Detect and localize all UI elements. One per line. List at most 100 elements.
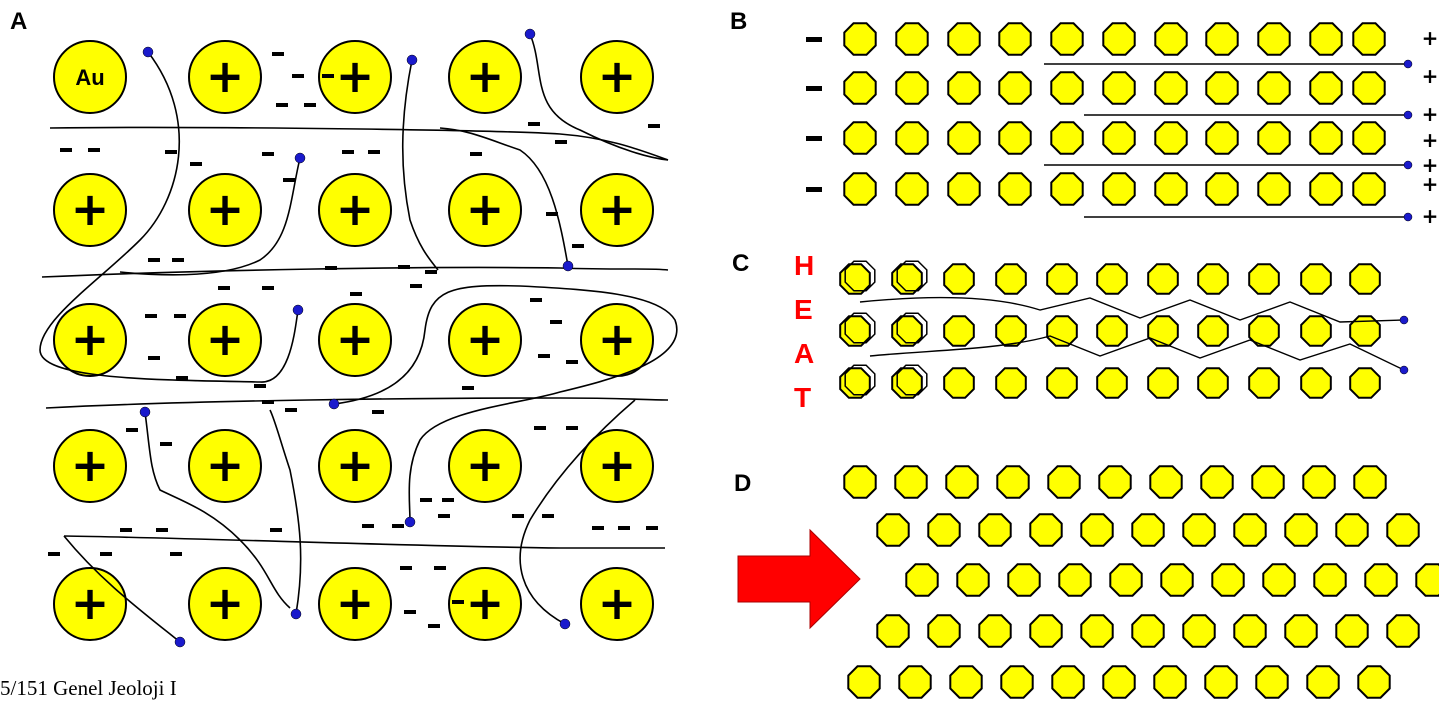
metal-atom [1029,513,1063,547]
metal-ion: + [318,429,392,503]
metal-atom [1131,513,1165,547]
electron-minus [372,410,384,414]
metal-atom [1357,665,1391,699]
plus-sign: + [466,312,505,366]
metal-ion: + [188,40,262,114]
negative-terminal [806,136,822,141]
ion-circle [318,429,392,503]
metal-atom [1205,22,1239,56]
metal-atom [1349,367,1381,399]
metal-atom [1364,563,1398,597]
plus-sign: + [598,438,637,492]
metal-atom [1302,465,1336,499]
metal-atom [1080,513,1114,547]
metal-atom [1102,121,1136,155]
ion-circle [318,303,392,377]
ion-circle [53,429,127,503]
electron-minus [170,552,182,556]
metal-atom [898,665,932,699]
metal-atom [943,263,975,295]
ion-circle [318,173,392,247]
metal-atom [891,367,923,399]
electron-minus [572,244,584,248]
metal-ion: + [580,303,654,377]
panel-c-label: C [732,250,750,277]
metal-atom [1149,465,1183,499]
metal-atom [947,172,981,206]
heat-letter-a: A [794,338,815,369]
metal-atom [1046,367,1078,399]
panel-d-label: D [734,470,752,497]
metal-atom [1098,465,1132,499]
vibrating-atom-outline [896,260,928,292]
electron-dot [174,636,186,648]
plus-sign: + [336,576,375,630]
electron-minus [646,526,658,530]
metal-atom [1102,665,1136,699]
plus-sign: + [336,49,375,103]
metal-atom [1182,513,1216,547]
metal-atom [1154,71,1188,105]
electron-dot [142,46,154,58]
electron-dot [328,398,340,410]
metal-atom [1047,465,1081,499]
metal-atom [1154,121,1188,155]
metal-ion: + [448,40,522,114]
metal-atom [1102,172,1136,206]
ion-circle [53,40,127,114]
plus-sign: + [466,182,505,236]
electron-minus [410,284,422,288]
metal-atom [1204,665,1238,699]
electron-minus [512,514,524,518]
electron-minus [272,52,284,56]
negative-terminal [806,187,822,192]
electron-dot [559,618,571,630]
electron-minus [285,408,297,412]
electron-path [144,411,291,609]
negative-terminal [806,37,822,42]
electron-minus [342,150,354,154]
plus-sign: + [206,182,245,236]
metal-atom [1050,22,1084,56]
metal-ion: + [448,429,522,503]
electron-minus [262,152,274,156]
panel-a-electron-sea: Au++++++++++++++++++++++++ [39,28,678,648]
metal-atom [843,22,877,56]
electron-path [333,284,678,523]
ion-circle [448,173,522,247]
metal-atom [1300,315,1332,347]
metal-atom [1154,172,1188,206]
electron-path [41,266,669,278]
heat-letter-h: H [794,250,815,281]
electron-dot [404,516,416,528]
atom-label: Au [75,65,104,90]
plus-sign: + [206,438,245,492]
metal-atom [995,315,1027,347]
metal-atom [1205,172,1239,206]
metal-atom [978,513,1012,547]
metal-ion: + [580,173,654,247]
metal-atom [1029,614,1063,648]
metal-atom [1309,22,1343,56]
electron-minus [174,314,186,318]
electron-minus [148,258,160,262]
metal-atom [1257,172,1291,206]
metal-atom [1306,665,1340,699]
electron-dot [1403,110,1413,120]
force-arrow [737,528,861,630]
metal-atom [1284,513,1318,547]
electron-dot [1403,160,1413,170]
metal-atom [995,263,1027,295]
metal-atom [1058,563,1092,597]
metal-atom [839,367,871,399]
metal-atom [949,665,983,699]
electron-minus [555,140,567,144]
ion-circle [580,40,654,114]
ion-circle [188,303,262,377]
metal-atom [839,263,871,295]
electron-dot [139,406,151,418]
electron-dot [562,260,574,272]
ion-circle [448,40,522,114]
electron-dot [1403,59,1413,69]
metal-ion: + [318,40,392,114]
